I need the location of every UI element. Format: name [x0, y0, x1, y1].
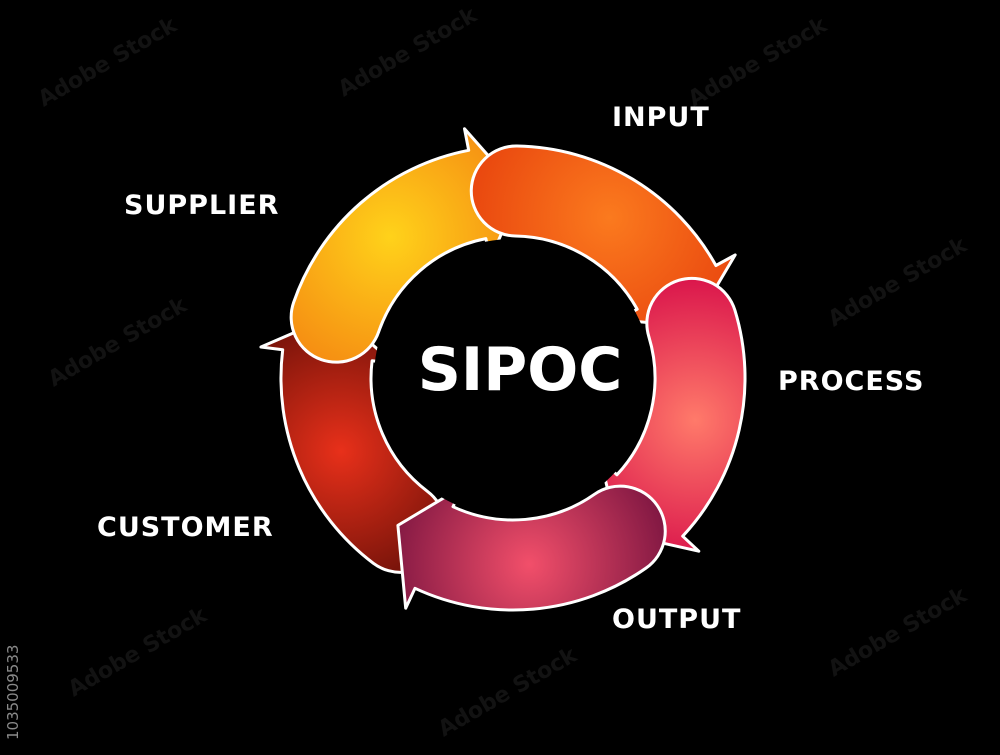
arrow-segment-supplier: [289, 127, 521, 364]
center-title: SIPOC: [417, 335, 623, 405]
arrow-segment-output: [396, 484, 667, 612]
step-label-output: OUTPUT: [612, 604, 742, 635]
center-disc: [374, 239, 652, 517]
step-label-process: PROCESS: [778, 366, 925, 397]
stock-id: 1035009533: [4, 644, 22, 740]
step-label-customer: CUSTOMER: [97, 512, 274, 543]
step-label-supplier: SUPPLIER: [124, 190, 280, 221]
step-label-input: INPUT: [612, 102, 710, 133]
arrow-segment-input: [469, 144, 737, 328]
arrow-segment-process: [599, 276, 747, 553]
